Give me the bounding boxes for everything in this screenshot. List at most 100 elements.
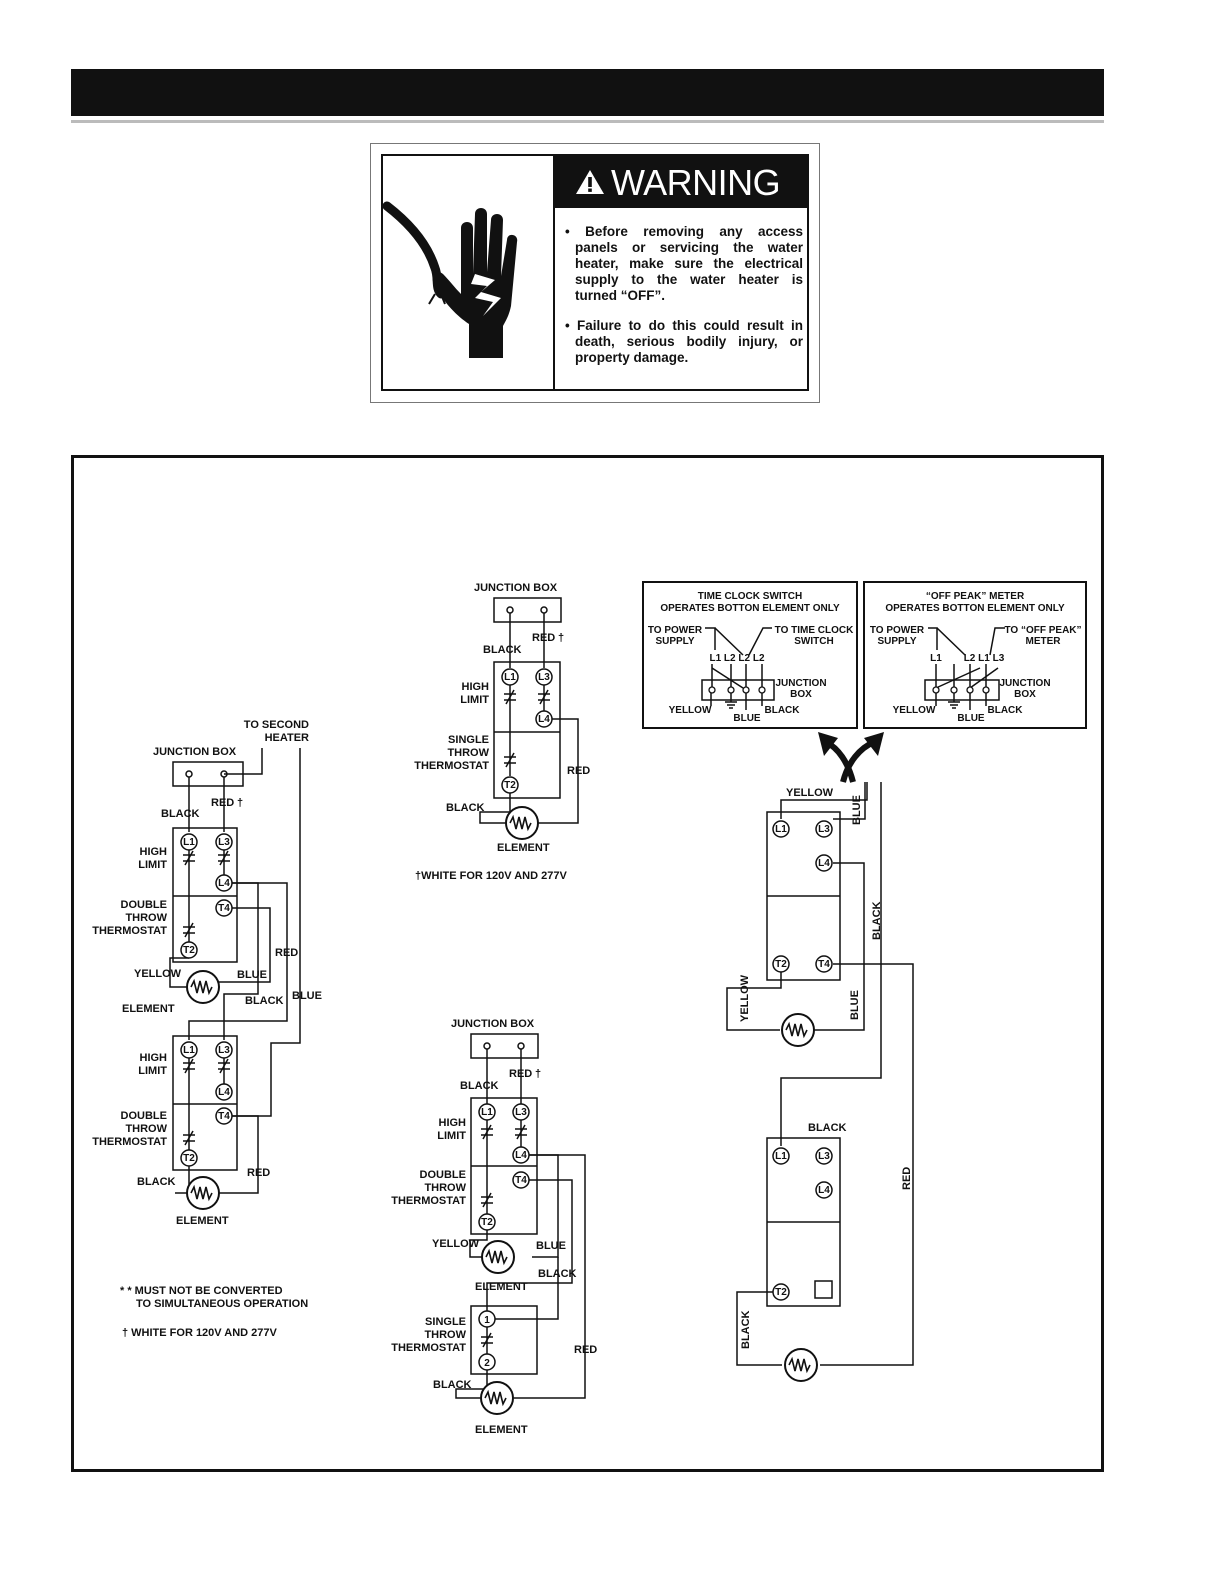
wire-label-blue: BLUE xyxy=(849,990,861,1020)
time-clock-subtitle: OPERATES BOTTON ELEMENT ONLY xyxy=(660,603,840,614)
element-icon xyxy=(505,806,539,840)
off-peak-title: “OFF PEAK” METER xyxy=(926,591,1025,602)
terminal-l1: L1 xyxy=(504,672,516,683)
off-peak-subtitle: OPERATES BOTTON ELEMENT ONLY xyxy=(885,603,1065,614)
junction-box-label: BOX xyxy=(790,689,812,700)
wire-label-red: RED xyxy=(509,1068,532,1080)
warning-triangle-icon xyxy=(576,170,604,194)
high-limit-label: HIGH xyxy=(439,1117,467,1129)
high-limit-label: LIMIT xyxy=(138,1065,167,1077)
terminal-l3: L3 xyxy=(218,837,230,848)
terminal-l4: L4 xyxy=(818,858,830,869)
terminal-t2: T2 xyxy=(504,780,516,791)
note-white-wire: † WHITE FOR 120V AND 277V xyxy=(122,1327,278,1339)
wire-label-yellow: YELLOW xyxy=(739,974,751,1022)
element-icon xyxy=(186,1176,220,1210)
time-clock-title: TIME CLOCK SWITCH xyxy=(698,591,802,602)
wire-label-yellow: YELLOW xyxy=(134,968,182,980)
terminal-t2: T2 xyxy=(183,1153,195,1164)
wire-label-yellow: YELLOW xyxy=(432,1238,480,1250)
wire-label-black: BLACK xyxy=(988,705,1024,716)
double-throw-thermostat-label: DOUBLE xyxy=(420,1169,466,1181)
double-throw-thermostat-label: THROW xyxy=(424,1182,466,1194)
junction-box-label: JUNCTION xyxy=(775,678,826,689)
diagram-d-off-peak-wiring xyxy=(726,782,914,1366)
wire-label-blue: BLUE xyxy=(536,1240,566,1252)
single-throw-thermostat-label: THERMOSTAT xyxy=(391,1342,466,1354)
wiring-diagrams-frame xyxy=(71,455,1104,1472)
terminal-l3: L3 xyxy=(818,1151,830,1162)
wire-label-red: RED xyxy=(211,797,234,809)
junction-box-label: JUNCTION xyxy=(999,678,1050,689)
high-limit-label: LIMIT xyxy=(460,694,489,706)
to-power-supply-label: SUPPLY xyxy=(655,636,694,647)
wire-label-red: RED xyxy=(901,1167,913,1190)
terminal-l3: L3 xyxy=(218,1045,230,1056)
wire-label-red: RED xyxy=(567,765,590,777)
wire-label-black: BLACK xyxy=(446,802,485,814)
high-limit-label: HIGH xyxy=(140,846,168,858)
element-icon xyxy=(480,1381,514,1415)
terminal-2: 2 xyxy=(484,1358,490,1369)
wire-label-black: BLACK xyxy=(740,1310,752,1349)
wire-label-black: BLACK xyxy=(433,1379,472,1391)
wire-label-blue: BLUE xyxy=(237,969,267,981)
warning-label: WARNING • Before removing any access pan… xyxy=(370,143,820,403)
double-throw-thermostat-label: THROW xyxy=(125,912,167,924)
wire-label-red: RED xyxy=(247,1167,270,1179)
element-label: ELEMENT xyxy=(176,1215,229,1227)
terminal-t4: T4 xyxy=(818,959,830,970)
terminal-row-label: L1 L2 L2 L2 xyxy=(709,653,764,664)
wire-label-black: BLACK xyxy=(483,644,522,656)
to-time-clock-label: SWITCH xyxy=(794,636,833,647)
terminal-l1: L1 xyxy=(183,1045,195,1056)
terminal-l3: L3 xyxy=(538,672,550,683)
single-throw-thermostat-label: THROW xyxy=(424,1329,466,1341)
time-clock-switch-panel xyxy=(642,581,858,729)
terminal-l3: L3 xyxy=(515,1107,527,1118)
terminal-t2: T2 xyxy=(775,1287,787,1298)
off-peak-meter-panel xyxy=(863,581,1087,729)
terminal-t2: T2 xyxy=(183,945,195,956)
terminal-l4: L4 xyxy=(218,1087,230,1098)
double-throw-thermostat-label: THERMOSTAT xyxy=(92,1136,167,1148)
junction-box-label: JUNCTION BOX xyxy=(451,1018,535,1030)
to-power-supply-label: TO POWER xyxy=(648,625,703,636)
double-throw-thermostat-label: DOUBLE xyxy=(121,1110,167,1122)
terminal-t4: T4 xyxy=(515,1175,527,1186)
wire-label-blue: BLUE xyxy=(733,713,761,724)
electric-shock-hand-icon xyxy=(383,156,555,389)
wire-label-blue: BLUE xyxy=(851,795,863,825)
note-white-wire: †WHITE FOR 120V AND 277V xyxy=(415,870,567,882)
element-icon xyxy=(186,970,220,1004)
diagram-c-mixed-thermostats xyxy=(455,1033,586,1399)
element-label: ELEMENT xyxy=(475,1424,528,1436)
terminal-l4: L4 xyxy=(538,714,550,725)
warning-heading: WARNING xyxy=(553,156,809,208)
terminal-l1: L1 xyxy=(775,824,787,835)
wire-label-red: RED xyxy=(532,632,555,644)
wire-label-black: BLACK xyxy=(161,808,200,820)
double-throw-thermostat-label: THERMOSTAT xyxy=(92,925,167,937)
to-power-supply-label: SUPPLY xyxy=(877,636,916,647)
single-throw-thermostat-label: THROW xyxy=(447,747,489,759)
to-power-supply-label: TO POWER xyxy=(870,625,925,636)
wire-label-red: RED xyxy=(275,947,298,959)
high-limit-label: HIGH xyxy=(140,1052,168,1064)
element-label: ELEMENT xyxy=(122,1003,175,1015)
element-icon xyxy=(784,1348,818,1382)
dagger-mark: † xyxy=(558,632,564,644)
warning-title: WARNING xyxy=(611,162,781,203)
dagger-mark: † xyxy=(535,1068,541,1080)
to-off-peak-label: METER xyxy=(1026,636,1062,647)
section-header-bar xyxy=(71,69,1104,116)
terminal-l3: L3 xyxy=(818,824,830,835)
junction-box-label: JUNCTION BOX xyxy=(474,582,558,594)
wire-label-black: BLACK xyxy=(137,1176,176,1188)
terminal-l4: L4 xyxy=(818,1185,830,1196)
terminal-t2: T2 xyxy=(481,1217,493,1228)
element-label: ELEMENT xyxy=(475,1281,528,1293)
wire-label-black: BLACK xyxy=(460,1080,499,1092)
warning-frame: WARNING • Before removing any access pan… xyxy=(381,154,809,391)
terminal-l1: L1 xyxy=(481,1107,493,1118)
